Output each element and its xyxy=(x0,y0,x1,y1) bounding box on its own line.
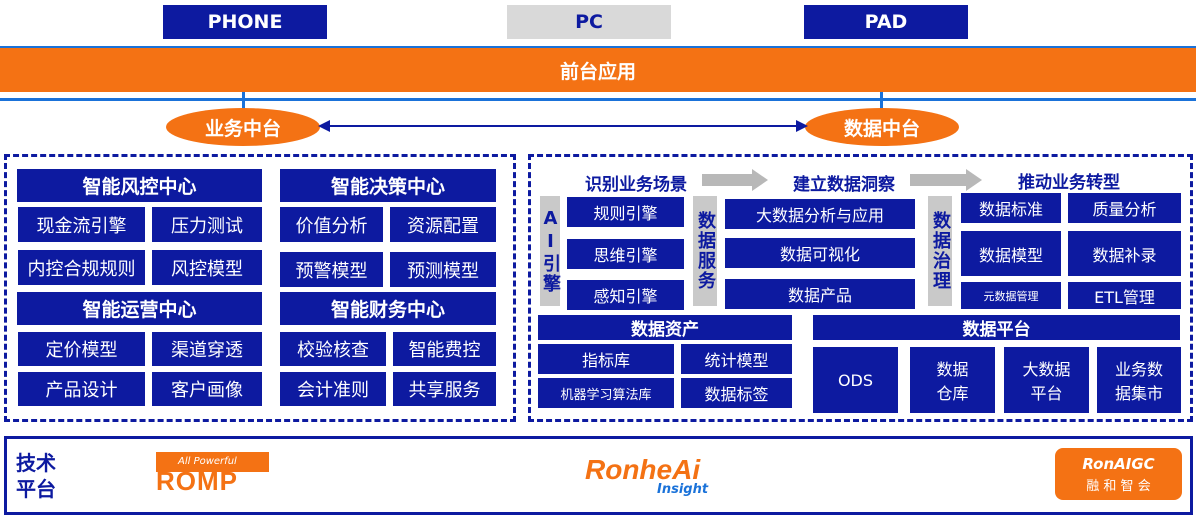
risk-item: 风控模型 xyxy=(152,250,262,285)
ronheai-sub: Insight xyxy=(657,482,709,497)
double-arrow xyxy=(318,120,808,132)
governance-item: 质量分析 xyxy=(1068,193,1181,223)
front-app-label: 前台应用 xyxy=(559,60,636,83)
step-transform: 推动业务转型 xyxy=(1018,173,1120,193)
step-insight: 建立数据洞察 xyxy=(793,175,895,195)
romp-logo: All Powerful ROMP xyxy=(156,452,269,496)
device-phone: PHONE xyxy=(163,5,327,39)
ronaigc-logo: RonAIGC 融 和 智 会 xyxy=(1055,448,1182,500)
device-pc: PC xyxy=(507,5,671,39)
decision-item: 价值分析 xyxy=(280,207,383,242)
data-service-item: 数据产品 xyxy=(725,279,915,309)
decision-item: 资源配置 xyxy=(390,207,496,242)
data-assets-title: 数据资产 xyxy=(538,315,792,340)
decision-item: 预警模型 xyxy=(280,252,383,287)
finance-center-title: 智能财务中心 xyxy=(280,292,496,325)
data-service-item: 数据可视化 xyxy=(725,238,915,268)
risk-item: 压力测试 xyxy=(152,207,262,242)
decision-item: 预测模型 xyxy=(390,252,496,287)
asset-item: 指标库 xyxy=(538,344,674,374)
data-governance-label: 数据治理 xyxy=(928,196,952,306)
ronheai-wordmark: RonheAi xyxy=(585,454,701,485)
ronaigc-sub: 融 和 智 会 xyxy=(1086,478,1151,494)
platform-item: 大数据 平台 xyxy=(1004,347,1089,413)
connector-right xyxy=(880,92,883,112)
step-arrow-tip xyxy=(752,169,768,191)
governance-item: 数据标准 xyxy=(961,193,1061,223)
governance-item: ETL管理 xyxy=(1068,282,1181,309)
connector-left xyxy=(242,92,245,112)
device-pad: PAD xyxy=(804,5,968,39)
ai-engine-item: 规则引擎 xyxy=(567,197,684,227)
governance-item: 元数据管理 xyxy=(961,282,1061,309)
asset-item: 统计模型 xyxy=(681,344,792,374)
ronheai-logo: RonheAi Insight xyxy=(585,454,745,510)
divider-line xyxy=(0,98,1196,101)
step-arrow xyxy=(910,174,966,186)
finance-item: 共享服务 xyxy=(393,372,496,406)
risk-center-title: 智能风控中心 xyxy=(17,169,262,202)
tech-platform-bar xyxy=(4,436,1193,515)
decision-center-title: 智能决策中心 xyxy=(280,169,496,202)
ops-item: 定价模型 xyxy=(18,332,145,366)
data-middle-panel xyxy=(528,154,1193,422)
data-middle-oval: 数据中台 xyxy=(805,108,959,146)
front-app-band: 前台应用 xyxy=(0,46,1196,92)
step-arrow xyxy=(702,174,752,186)
step-arrow-tip xyxy=(966,169,982,191)
business-middle-panel xyxy=(4,154,516,422)
business-middle-oval: 业务中台 xyxy=(166,108,320,146)
risk-item: 内控合规规则 xyxy=(18,250,145,285)
finance-item: 会计准则 xyxy=(280,372,386,406)
ai-engine-label: AI引擎 xyxy=(540,196,561,306)
platform-item: 数据 仓库 xyxy=(910,347,995,413)
romp-wordmark: ROMP xyxy=(156,466,238,496)
platform-item: 业务数 据集市 xyxy=(1097,347,1181,413)
governance-item: 数据模型 xyxy=(961,231,1061,276)
data-service-label: 数据服务 xyxy=(693,196,717,306)
data-service-item: 大数据分析与应用 xyxy=(725,199,915,229)
ops-item: 客户画像 xyxy=(152,372,262,406)
tech-platform-label: 技术 平台 xyxy=(16,451,56,501)
governance-item: 数据补录 xyxy=(1068,231,1181,276)
asset-item: 数据标签 xyxy=(681,378,792,408)
ops-item: 渠道穿透 xyxy=(152,332,262,366)
ronaigc-wordmark: RonAIGC xyxy=(1082,454,1155,473)
finance-item: 校验核查 xyxy=(280,332,386,366)
step-identify: 识别业务场景 xyxy=(585,175,687,195)
finance-item: 智能费控 xyxy=(393,332,496,366)
ops-center-title: 智能运营中心 xyxy=(17,292,262,325)
asset-item: 机器学习算法库 xyxy=(538,378,674,408)
platform-item: ODS xyxy=(813,347,898,413)
ops-item: 产品设计 xyxy=(18,372,145,406)
risk-item: 现金流引擎 xyxy=(18,207,145,242)
romp-tagline: All Powerful xyxy=(156,452,269,472)
ai-engine-item: 感知引擎 xyxy=(567,280,684,310)
data-platform-title: 数据平台 xyxy=(813,315,1180,340)
ai-engine-item: 思维引擎 xyxy=(567,239,684,269)
